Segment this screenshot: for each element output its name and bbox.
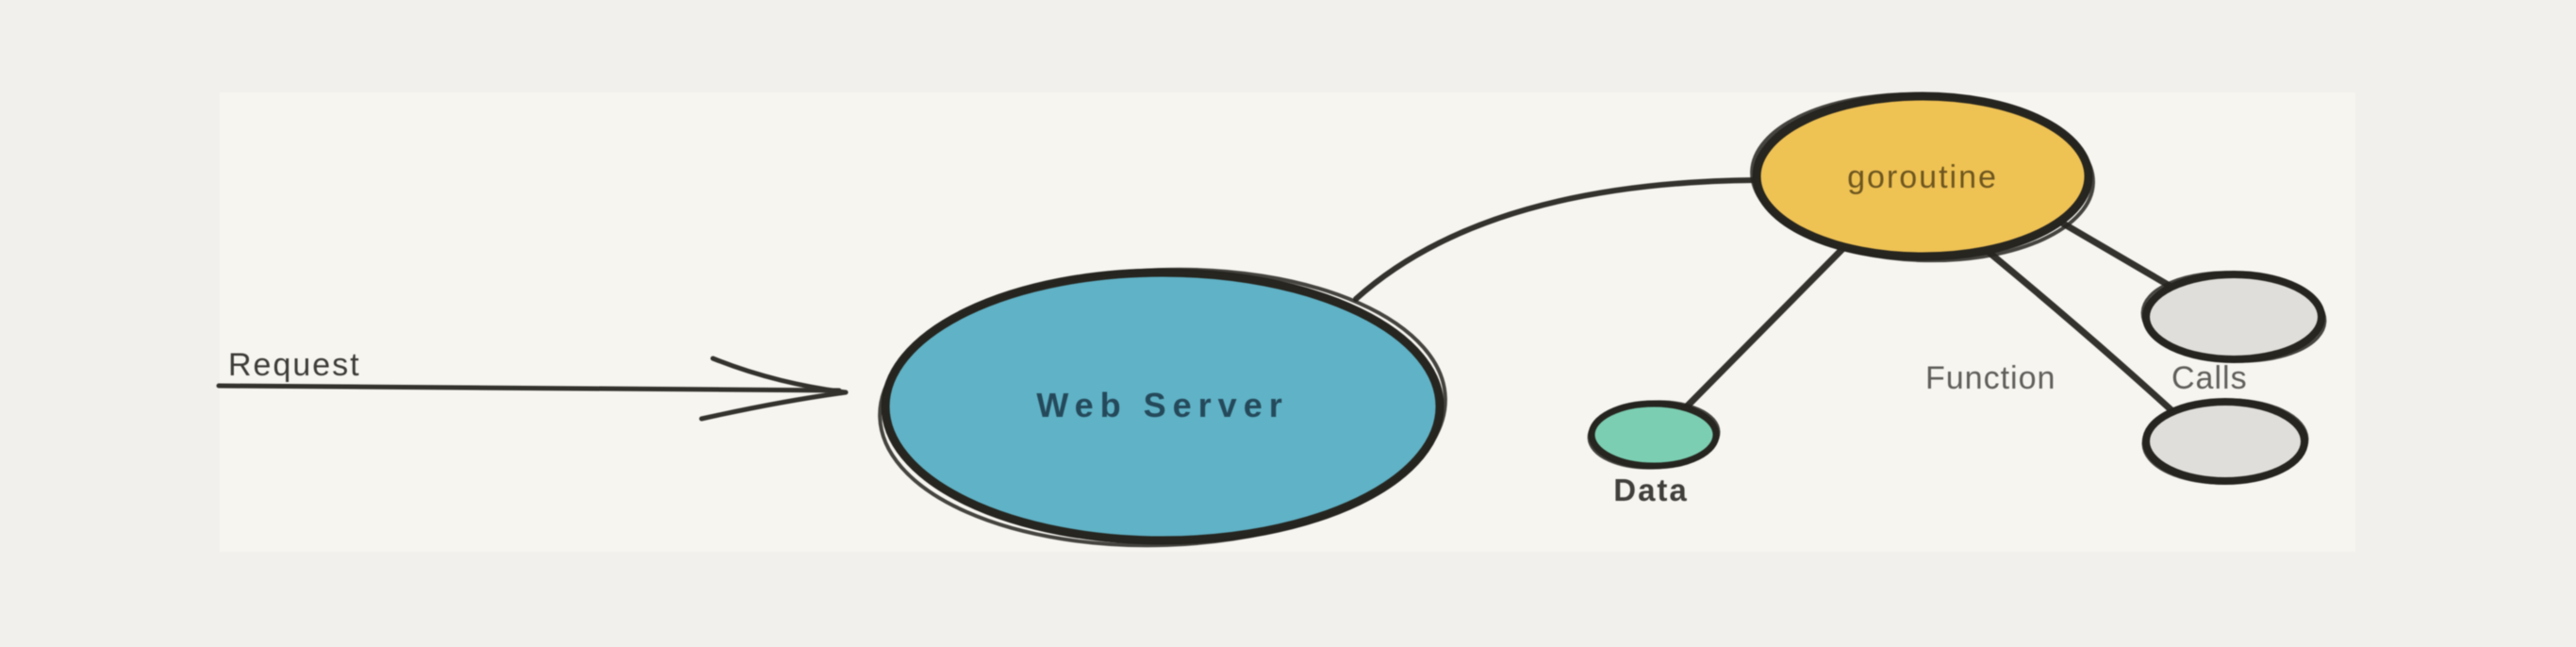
function-call-2-ellipse-sketch: [2141, 398, 2309, 485]
data-label: Data: [1613, 473, 1689, 507]
data-node: Data: [1587, 400, 1721, 507]
web-server-ellipse-sketch: [878, 267, 1447, 548]
edge-goroutine-data: [1683, 242, 1849, 410]
function-label: Function: [1925, 360, 2056, 396]
goroutine-node: goroutine: [1750, 91, 2095, 263]
function-call-1-ellipse-sketch: [2140, 271, 2327, 363]
edge-goroutine-function-call-1: [2055, 217, 2173, 290]
function-call-2-ellipse: [2142, 398, 2308, 485]
function-call-node-2: [2141, 398, 2309, 485]
web-server-label: Web Server: [1036, 386, 1288, 424]
data-ellipse-sketch: [1587, 400, 1721, 470]
request-arrow-line: [216, 383, 842, 393]
web-server-node: Web Server: [878, 267, 1447, 548]
function-call-node-1: [2140, 271, 2327, 363]
function-call-1-ellipse: [2142, 271, 2325, 363]
goroutine-ellipse: [1752, 91, 2093, 261]
goroutine-ellipse-sketch: [1750, 91, 2095, 263]
goroutine-label: goroutine: [1847, 159, 1998, 195]
calls-label: Calls: [2171, 360, 2248, 396]
edge-webserver-goroutine: [1353, 177, 1758, 302]
request-label: Request: [228, 347, 361, 383]
web-server-ellipse: [881, 268, 1445, 545]
request-arrow-head: [699, 356, 849, 422]
edge-goroutine-function-call-2: [1980, 244, 2175, 414]
data-ellipse: [1588, 400, 1720, 470]
